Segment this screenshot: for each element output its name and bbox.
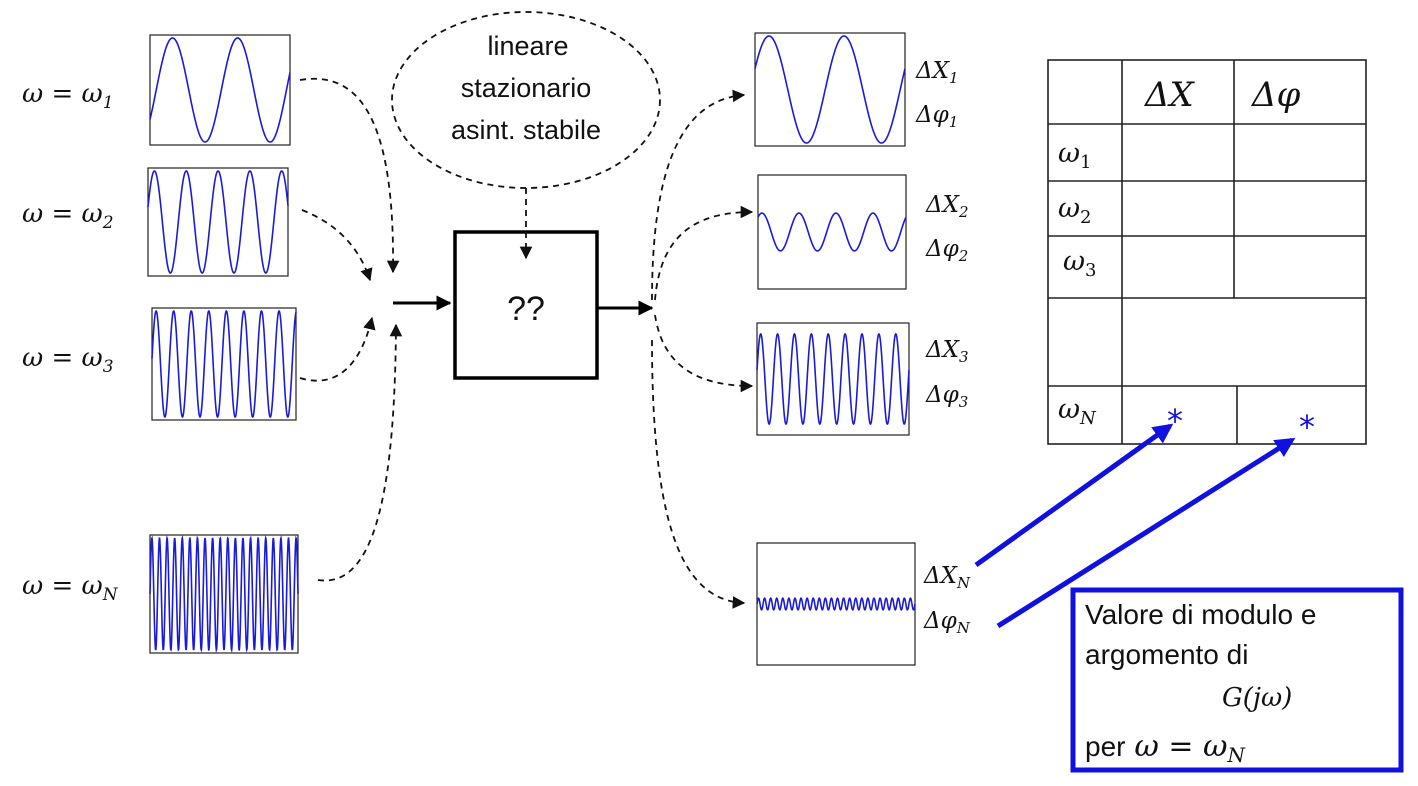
- output-labels-1: ΔX1 Δφ1: [915, 58, 959, 131]
- output-wave-3: [756, 332, 910, 426]
- table-header-amplitude: ΔX: [1143, 75, 1196, 115]
- svg-text:ω = ωN: ω = ωN: [22, 571, 119, 605]
- table-border: [1047, 59, 1367, 445]
- note-line-1: Valore di modulo e: [1085, 599, 1316, 630]
- table-row-omega-2: ω2: [1058, 193, 1091, 228]
- output-wave-2: [757, 212, 907, 252]
- svg-text:Δφ1: Δφ1: [915, 102, 958, 131]
- output-arrow-3: [654, 314, 754, 393]
- output-plot-1: [754, 32, 906, 147]
- input-wave-n: [149, 534, 299, 654]
- input-label-2: ω = ω2: [22, 199, 114, 233]
- svg-text:ω = ω3: ω = ω3: [22, 343, 114, 377]
- bubble-line-2: stazionario: [461, 73, 592, 103]
- output-wave-1: [754, 35, 906, 144]
- svg-text:ΔX2: ΔX2: [925, 192, 969, 221]
- input-arrow-1: [299, 77, 400, 274]
- input-arrow-n: [317, 323, 403, 582]
- input-label-1: ω = ω1: [22, 79, 114, 113]
- system-box-label: ??: [507, 290, 545, 328]
- table-cell-n-amplitude: *: [1167, 402, 1183, 440]
- input-plot-1: [149, 34, 291, 146]
- note-line-2: argomento di: [1085, 639, 1248, 670]
- note-line-4: per ω = ωN: [1085, 729, 1247, 767]
- table-row-omega-n: ωN: [1058, 394, 1097, 429]
- table-header-phase: Δφ: [1250, 75, 1301, 115]
- output-wave-n: [756, 597, 916, 611]
- table-row-omega-1: ω1: [1058, 138, 1091, 173]
- note-box: Valore di modulo e argomento di G(jω) pe…: [1070, 587, 1404, 773]
- input-wave-3: [151, 309, 297, 419]
- table-row-omega-3: ω3: [1063, 246, 1096, 281]
- phase-to-table-arrow: [996, 437, 1296, 629]
- output-labels-3: ΔX3 Δφ3: [925, 337, 969, 411]
- output-arrow-n: [651, 339, 746, 609]
- input-plot-2: [147, 167, 289, 277]
- svg-text:ΔX3: ΔX3: [925, 337, 969, 366]
- output-labels-n: ΔXN ΔφN: [923, 563, 971, 637]
- output-plot-3: [756, 322, 910, 436]
- input-plot-3: [151, 307, 297, 421]
- input-arrow-3: [299, 316, 376, 382]
- bubble-line-1: lineare: [487, 31, 568, 61]
- output-arrow-1: [651, 89, 746, 301]
- svg-text:Δφ2: Δφ2: [925, 236, 968, 265]
- output-plot-n: [756, 542, 916, 666]
- amplitude-to-table-arrow: [974, 423, 1174, 568]
- svg-text:Δφ3: Δφ3: [925, 382, 968, 411]
- svg-text:ΔXN: ΔXN: [923, 563, 971, 592]
- table-cell-n-phase: *: [1299, 408, 1315, 446]
- input-label-n: ω = ωN: [22, 571, 119, 605]
- response-table: ΔX Δφ ω1 ω2 ω3 ωN * *: [1047, 59, 1367, 446]
- input-arrow-2: [301, 209, 373, 282]
- input-label-3: ω = ω3: [22, 343, 114, 377]
- input-plot-n: [149, 534, 299, 654]
- svg-text:ΔX1: ΔX1: [915, 58, 959, 87]
- svg-text:ω = ω2: ω = ω2: [22, 199, 114, 233]
- input-wave-1: [149, 37, 291, 143]
- output-plot-2: [757, 174, 907, 290]
- output-labels-2: ΔX2 Δφ2: [925, 192, 969, 265]
- output-arrow-2: [654, 205, 754, 301]
- svg-text:ΔφN: ΔφN: [923, 608, 971, 637]
- svg-text:ω = ω1: ω = ω1: [22, 79, 114, 113]
- note-line-3: G(jω): [1222, 683, 1292, 713]
- input-wave-2: [147, 170, 289, 274]
- bubble-line-3: asint. stabile: [451, 115, 601, 145]
